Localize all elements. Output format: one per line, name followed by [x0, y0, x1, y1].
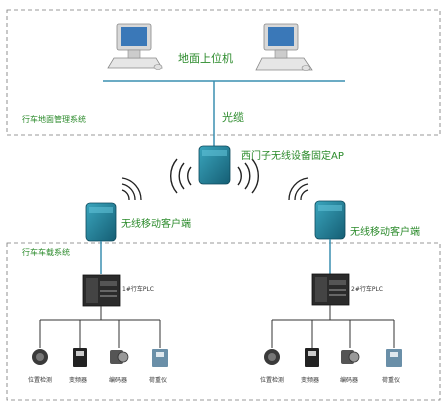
computer-icon: [255, 23, 313, 71]
device-label: 位置检测: [28, 377, 53, 384]
device-label: 变频器: [301, 377, 320, 384]
fiber-cable-label: 光缆: [222, 111, 244, 124]
inverter-icon: [73, 348, 87, 367]
plc-icon: [82, 274, 121, 307]
device-label: 荷重仪: [382, 377, 401, 384]
load-meter-icon: [386, 349, 402, 367]
ground-system-boundary: [6, 9, 441, 136]
ground-computers-label: 地面上位机: [178, 52, 233, 65]
encoder-icon: [110, 350, 129, 364]
ground-system-label: 行车地面管理系统: [22, 115, 86, 124]
wireless-client-icon: [288, 177, 346, 240]
left-client-label: 无线移动客户端: [121, 219, 191, 230]
wireless-client-icon: [85, 177, 142, 242]
computer-icon: [107, 23, 163, 70]
device-label: 变频器: [69, 377, 88, 384]
position-sensor-icon: [264, 349, 280, 365]
load-meter-icon: [152, 349, 168, 367]
device-label: 编码器: [340, 377, 359, 384]
access-point-icon: [170, 145, 259, 194]
vehicle-system-boundary: [6, 242, 441, 401]
device-label: 荷重仪: [149, 377, 168, 384]
encoder-icon: [341, 350, 360, 364]
plc-icon: [311, 273, 350, 306]
position-sensor-icon: [32, 349, 48, 365]
device-bus: [39, 306, 161, 348]
vehicle-system-label: 行车车载系统: [22, 248, 70, 257]
device-bus: [271, 305, 395, 348]
access-point-label: 西门子无线设备固定AP: [241, 151, 344, 162]
left-plc-label: 1#行车PLC: [122, 286, 154, 293]
right-plc-label: 2#行车PLC: [351, 286, 383, 293]
device-label: 位置检测: [260, 377, 285, 384]
right-client-label: 无线移动客户端: [350, 227, 420, 238]
inverter-icon: [305, 348, 319, 367]
device-label: 编码器: [109, 377, 128, 384]
